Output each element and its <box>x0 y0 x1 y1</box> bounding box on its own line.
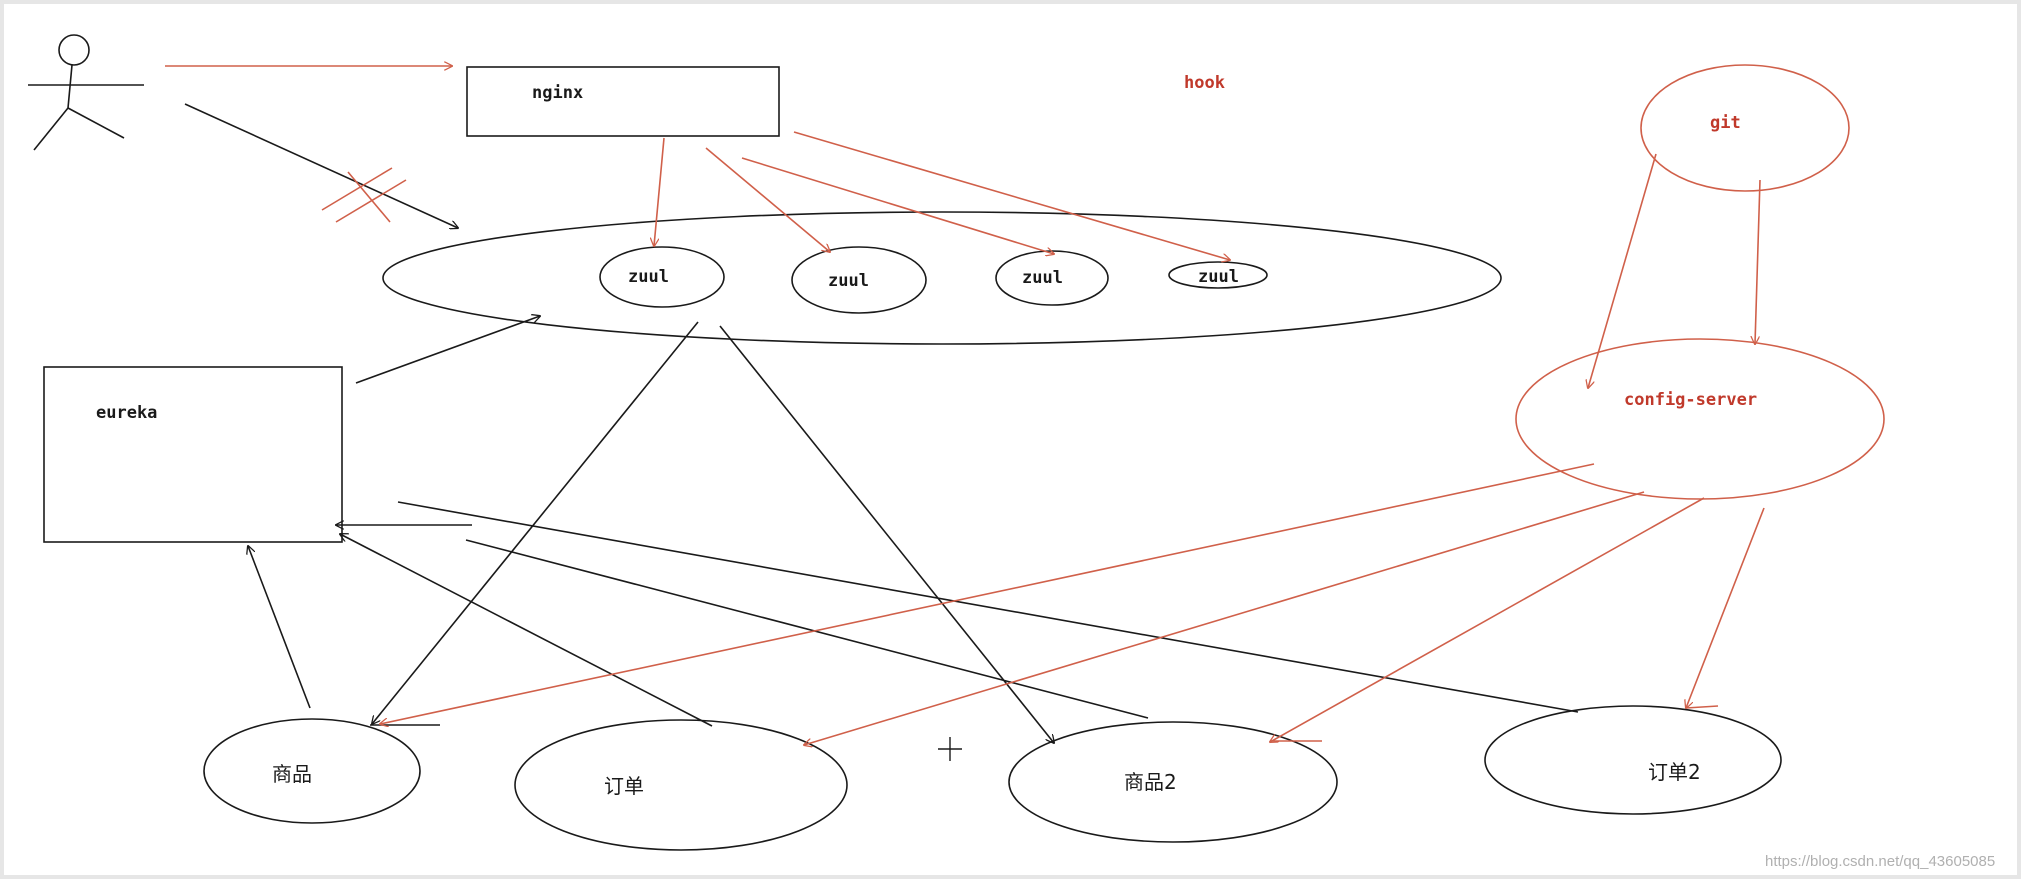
blocked-mark <box>321 167 407 223</box>
zuul-label-1: zuul <box>628 267 669 287</box>
order-node <box>514 719 848 851</box>
user-icon <box>28 34 144 151</box>
git-node <box>1640 64 1850 192</box>
goods-node <box>203 718 421 824</box>
edges-zuul-services <box>372 321 1054 743</box>
git-label: git <box>1710 113 1741 133</box>
cursor-mark <box>938 737 962 761</box>
config-server-label: config-server <box>1624 390 1757 410</box>
order-label: 订单 <box>604 774 644 798</box>
watermark-text: https://blog.csdn.net/qq_43605085 <box>1765 853 1995 870</box>
zuul-node-4 <box>1168 261 1268 289</box>
edge-user-zuul-blocked <box>184 103 458 228</box>
hook-label: hook <box>1184 73 1225 93</box>
order2-label: 订单2 <box>1648 760 1701 784</box>
nginx-label: nginx <box>532 83 583 103</box>
order2-node <box>1484 705 1782 815</box>
zuul-label-4: zuul <box>1198 267 1239 287</box>
zuul-node-2 <box>791 246 927 314</box>
zuul-node-1 <box>599 246 725 308</box>
edge-eureka-zuul <box>355 316 540 384</box>
eureka-node <box>43 366 343 543</box>
nginx-node <box>466 66 780 137</box>
zuul-label-2: zuul <box>828 271 869 291</box>
edges-nginx-zuul <box>654 131 1230 260</box>
edges-services-eureka <box>248 501 1579 727</box>
goods-label: 商品 <box>272 762 312 786</box>
edges-config-services <box>380 463 1765 745</box>
zuul-cluster <box>382 211 1502 345</box>
zuul-label-3: zuul <box>1022 268 1063 288</box>
eureka-label: eureka <box>96 403 157 423</box>
goods2-label: 商品2 <box>1124 770 1177 794</box>
goods2-node <box>1008 721 1338 843</box>
config-server-node <box>1515 338 1885 500</box>
edges-git-config <box>1588 153 1761 388</box>
